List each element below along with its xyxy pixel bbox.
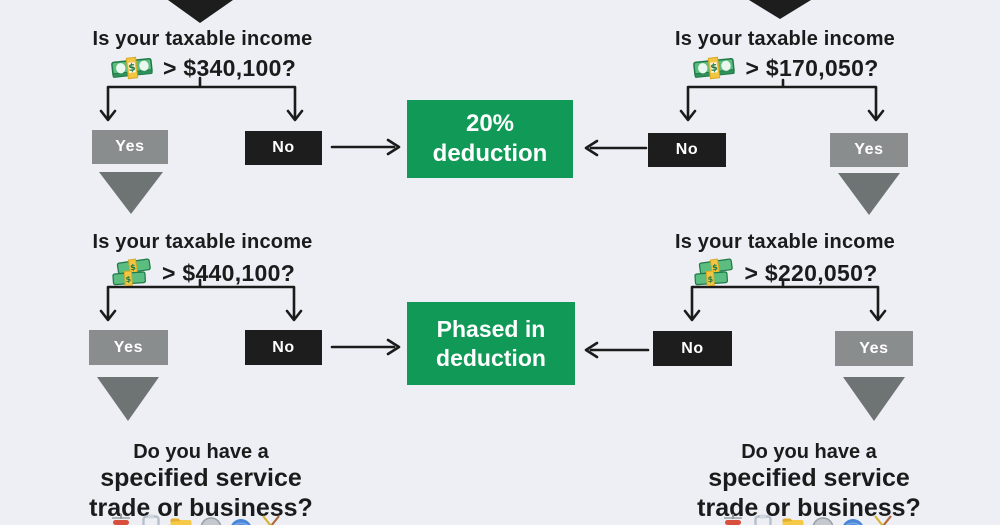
crossed-tools-icon bbox=[874, 515, 892, 525]
cap-icon bbox=[843, 519, 863, 525]
clipboard-icon bbox=[754, 514, 772, 525]
ball-icon bbox=[200, 517, 222, 525]
down-triangle-icon bbox=[168, 0, 233, 23]
yes-box-top-left: Yes bbox=[92, 130, 168, 164]
yes-box-mid-right: Yes bbox=[835, 331, 913, 366]
question-top-right: Is your taxable income $ > $170,050? bbox=[640, 28, 930, 82]
gray-flow-triangles bbox=[97, 172, 905, 421]
question-bottom-left: Do you have a specified service trade or… bbox=[70, 441, 332, 523]
folder-icon bbox=[782, 518, 804, 525]
yes-label: Yes bbox=[859, 339, 889, 357]
no-label: No bbox=[675, 141, 699, 158]
down-triangle-icon bbox=[843, 377, 905, 421]
scales-icon bbox=[112, 514, 130, 525]
threshold-amount: > $170,050? bbox=[745, 54, 879, 81]
no-label: No bbox=[272, 338, 295, 356]
no-label: No bbox=[272, 139, 295, 156]
question-text: Is your taxable income bbox=[92, 231, 313, 253]
question-text: Do you have a bbox=[133, 441, 269, 463]
crossed-tools-icon bbox=[262, 515, 280, 525]
question-text: trade or business? bbox=[89, 493, 313, 522]
banknotes-stack-icon: $ $ bbox=[692, 257, 736, 289]
question-text: trade or business? bbox=[697, 493, 921, 522]
down-triangle-icon bbox=[97, 377, 159, 421]
banknote-icon: $ bbox=[109, 54, 155, 82]
banknote-icon: $ bbox=[691, 54, 737, 82]
svg-text:$: $ bbox=[712, 263, 719, 273]
no-box-top-left: No bbox=[245, 131, 322, 165]
scales-icon bbox=[724, 514, 742, 525]
flow-arrow-triangles bbox=[168, 0, 811, 23]
yes-box-top-right: Yes bbox=[830, 133, 908, 167]
svg-text:$: $ bbox=[708, 275, 715, 284]
svg-text:$: $ bbox=[128, 61, 136, 74]
question-mid-right: Is your taxable income $ $ > $220,050 bbox=[640, 231, 930, 289]
outcome-line: deduction bbox=[436, 344, 546, 371]
question-text: Is your taxable income bbox=[92, 28, 313, 50]
down-triangle-icon bbox=[838, 173, 900, 215]
question-bottom-right: Do you have a specified service trade or… bbox=[678, 441, 940, 523]
outcome-line: Phased in bbox=[436, 315, 546, 342]
yes-label: Yes bbox=[854, 141, 884, 158]
threshold-amount: > $340,100? bbox=[162, 54, 297, 81]
question-mid-left: Is your taxable income $ $ > $440,100 bbox=[55, 231, 350, 289]
no-box-mid-left: No bbox=[245, 330, 322, 365]
down-triangle-icon bbox=[99, 172, 163, 214]
svg-text:$: $ bbox=[125, 275, 132, 284]
down-triangle-icon bbox=[749, 0, 811, 19]
threshold-amount: > $440,100? bbox=[161, 259, 296, 286]
question-top-left: Is your taxable income $ > $340,100? bbox=[55, 28, 350, 82]
yes-label: Yes bbox=[115, 138, 145, 155]
question-text: specified service bbox=[100, 464, 302, 492]
outcome-line: deduction bbox=[432, 140, 548, 167]
outcome-20-percent-deduction: 20% deduction bbox=[407, 100, 573, 178]
no-label: No bbox=[681, 339, 704, 357]
ball-icon bbox=[812, 517, 834, 525]
question-text: Is your taxable income bbox=[674, 28, 896, 50]
no-box-mid-right: No bbox=[653, 331, 732, 366]
no-box-top-right: No bbox=[648, 133, 726, 167]
folder-icon bbox=[170, 518, 192, 525]
cap-icon bbox=[231, 519, 251, 525]
svg-text:$: $ bbox=[710, 61, 718, 74]
yes-label: Yes bbox=[113, 338, 144, 356]
question-text: specified service bbox=[708, 464, 910, 492]
banknotes-stack-icon: $ $ bbox=[110, 257, 154, 289]
threshold-amount: > $220,050? bbox=[744, 259, 878, 286]
clipboard-icon bbox=[142, 514, 160, 525]
sstb-icons-row-right bbox=[721, 514, 895, 525]
question-text: Is your taxable income bbox=[674, 231, 896, 253]
outcome-line: 20% bbox=[465, 110, 515, 137]
outcome-phased-in-deduction: Phased in deduction bbox=[407, 302, 575, 385]
yes-box-mid-left: Yes bbox=[89, 330, 168, 365]
sstb-icons-row-left bbox=[109, 514, 283, 525]
svg-text:$: $ bbox=[130, 263, 137, 273]
question-text: Do you have a bbox=[741, 441, 877, 463]
